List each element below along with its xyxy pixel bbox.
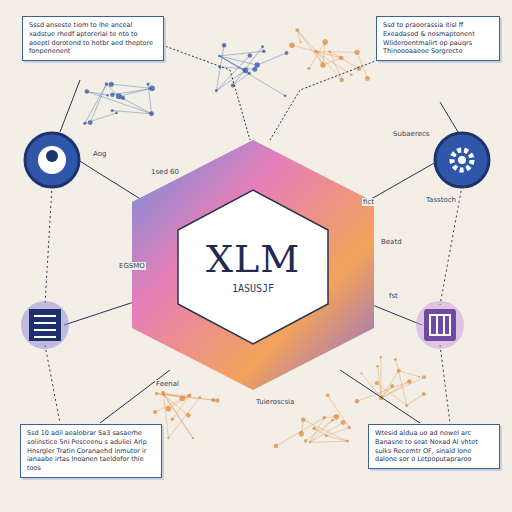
gear-icon [452,150,472,170]
small-label: EGSMO [118,262,146,270]
icon-glyph [430,315,450,335]
small-label: 1sed 60 [150,168,180,176]
small-label: Tasstoch [425,196,457,204]
small-label: Aog [92,150,107,158]
icon-square [424,309,456,341]
small-label: fict [362,198,375,206]
icon-square [29,309,61,341]
icon-circle [435,133,489,187]
small-label: Tuieroscsia [255,398,295,406]
gear-icon [458,156,466,164]
callout-text: Wtesid aldua uo ad nowel arc Banasne to … [375,429,493,464]
small-label: Feenal [155,380,180,388]
subtitle: 1ASUSJF [232,283,274,294]
small-label: Beatd [380,238,403,246]
icon-halo [21,301,69,349]
center-hexagon: XLM 1ASUSJF [128,138,378,392]
leader-lines [45,45,462,423]
callout-box: Ssd 10 adil aealobrar Sa3 sasaerhe solin… [20,424,162,478]
callout-text: Ssd to praoorassia itisl ff Exeadasod & … [383,21,493,56]
callout-text: Ssd 10 adil aealobrar Sa3 sasaerhe solin… [27,429,155,473]
icon-glyph [38,146,66,174]
callout-box: Sssd anseste tiom to lhe anceal xadstue … [22,16,164,61]
callout-box: Wtesid aldua uo ad nowel arc Banasne to … [368,424,500,469]
icon-glyph [46,150,58,162]
diagram-title: XLM [206,237,300,281]
icon-circle [25,133,79,187]
small-label: fst [388,292,399,300]
network-dots [83,28,426,448]
icon-glyph [34,316,56,337]
small-label: Subaerecs [392,130,430,138]
callout-text: Sssd anseste tiom to lhe anceal xadstue … [29,21,157,56]
callout-box: Ssd to praoorassia itisl ff Exeadasod & … [376,16,500,61]
icon-halo [416,301,464,349]
